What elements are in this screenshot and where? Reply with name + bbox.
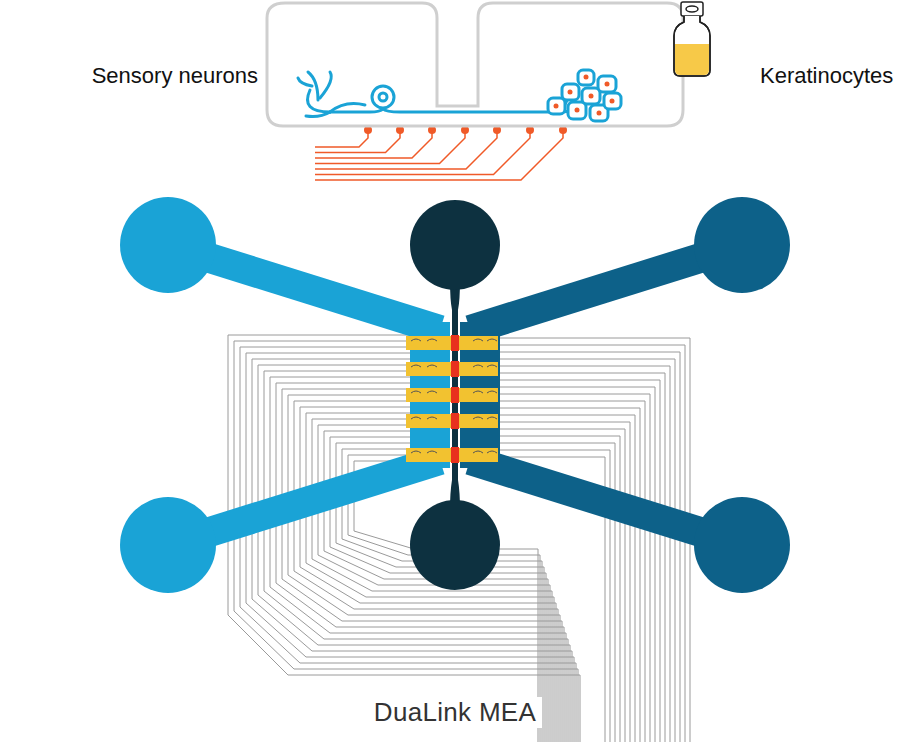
vial-cap: [681, 2, 703, 16]
wire-traces: [228, 335, 690, 742]
electrode-site: [451, 335, 459, 351]
neuron: [298, 72, 585, 117]
well: [120, 497, 216, 593]
electrode-site: [451, 413, 459, 429]
electrode-site: [451, 387, 459, 403]
trace-end: [473, 451, 483, 453]
trace-end: [427, 339, 437, 341]
cell: [562, 84, 579, 100]
lead: [315, 130, 530, 175]
lead: [315, 130, 497, 169]
wire-trace: [228, 335, 580, 742]
wire-trace: [500, 338, 690, 742]
well: [694, 497, 790, 593]
trace-end: [473, 339, 483, 341]
trace-end: [473, 391, 483, 393]
electrode-pad: [406, 336, 498, 350]
trace-end: [411, 391, 421, 393]
wire-trace: [500, 401, 645, 742]
wire-trace: [500, 345, 685, 742]
trace-end: [473, 417, 483, 419]
wire-trace: [500, 408, 640, 742]
electrode-pad: [406, 388, 498, 402]
wire-trace: [500, 366, 670, 742]
trace-end: [411, 417, 421, 419]
well: [410, 500, 500, 590]
electrode-pad: [406, 362, 498, 376]
well: [694, 197, 790, 293]
wire-trace: [500, 394, 650, 742]
nucleus: [379, 93, 387, 101]
trace-end: [487, 365, 497, 367]
electrode-pads: [406, 335, 498, 463]
trace-end: [427, 391, 437, 393]
wire-trace: [294, 401, 558, 742]
electrode-pad: [406, 448, 498, 462]
culture-device-outline: [267, 3, 683, 126]
dendrite: [298, 78, 312, 86]
lead: [315, 130, 563, 180]
wire-trace: [500, 387, 655, 742]
lead: [315, 130, 465, 164]
cell: [568, 102, 586, 119]
electrode-site: [451, 361, 459, 377]
vial-icon: [674, 2, 710, 76]
electrode-pad: [406, 414, 498, 428]
cell-nuclei: [554, 75, 615, 116]
trace-end: [487, 451, 497, 453]
trace-end: [427, 365, 437, 367]
lead: [315, 130, 432, 158]
lead: [315, 130, 400, 153]
trace-end: [411, 365, 421, 367]
trace-end: [487, 391, 497, 393]
trace-end: [411, 451, 421, 453]
keratinocytes: [548, 70, 621, 121]
trace-end: [473, 365, 483, 367]
wire-trace: [264, 371, 568, 742]
trace-end: [427, 417, 437, 419]
wire-trace: [500, 359, 675, 742]
trace-end: [411, 339, 421, 341]
trace-end: [427, 451, 437, 453]
well: [410, 200, 500, 290]
wire-trace: [240, 347, 576, 742]
center-channel: [450, 280, 460, 510]
part-label: Sensory neurons: [92, 63, 258, 89]
lead: [315, 130, 368, 147]
electrode-leads: [315, 126, 567, 180]
cell: [598, 76, 616, 92]
cell: [578, 70, 594, 85]
electrode-site: [451, 447, 459, 463]
trace-end: [487, 417, 497, 419]
cell: [582, 88, 600, 104]
dendrite: [320, 72, 331, 98]
well: [120, 197, 216, 293]
dendrite: [306, 112, 330, 117]
caption: DuaLink MEA: [368, 697, 542, 728]
wire-trace: [500, 380, 660, 742]
wire-trace: [252, 359, 572, 742]
neurite: [330, 109, 383, 112]
part-label: Keratinocytes: [760, 63, 893, 89]
wire-trace: [500, 373, 665, 742]
wire-trace: [500, 352, 680, 742]
cell: [604, 93, 621, 109]
trace-end: [487, 339, 497, 341]
soma: [372, 86, 394, 108]
cell: [548, 98, 565, 114]
